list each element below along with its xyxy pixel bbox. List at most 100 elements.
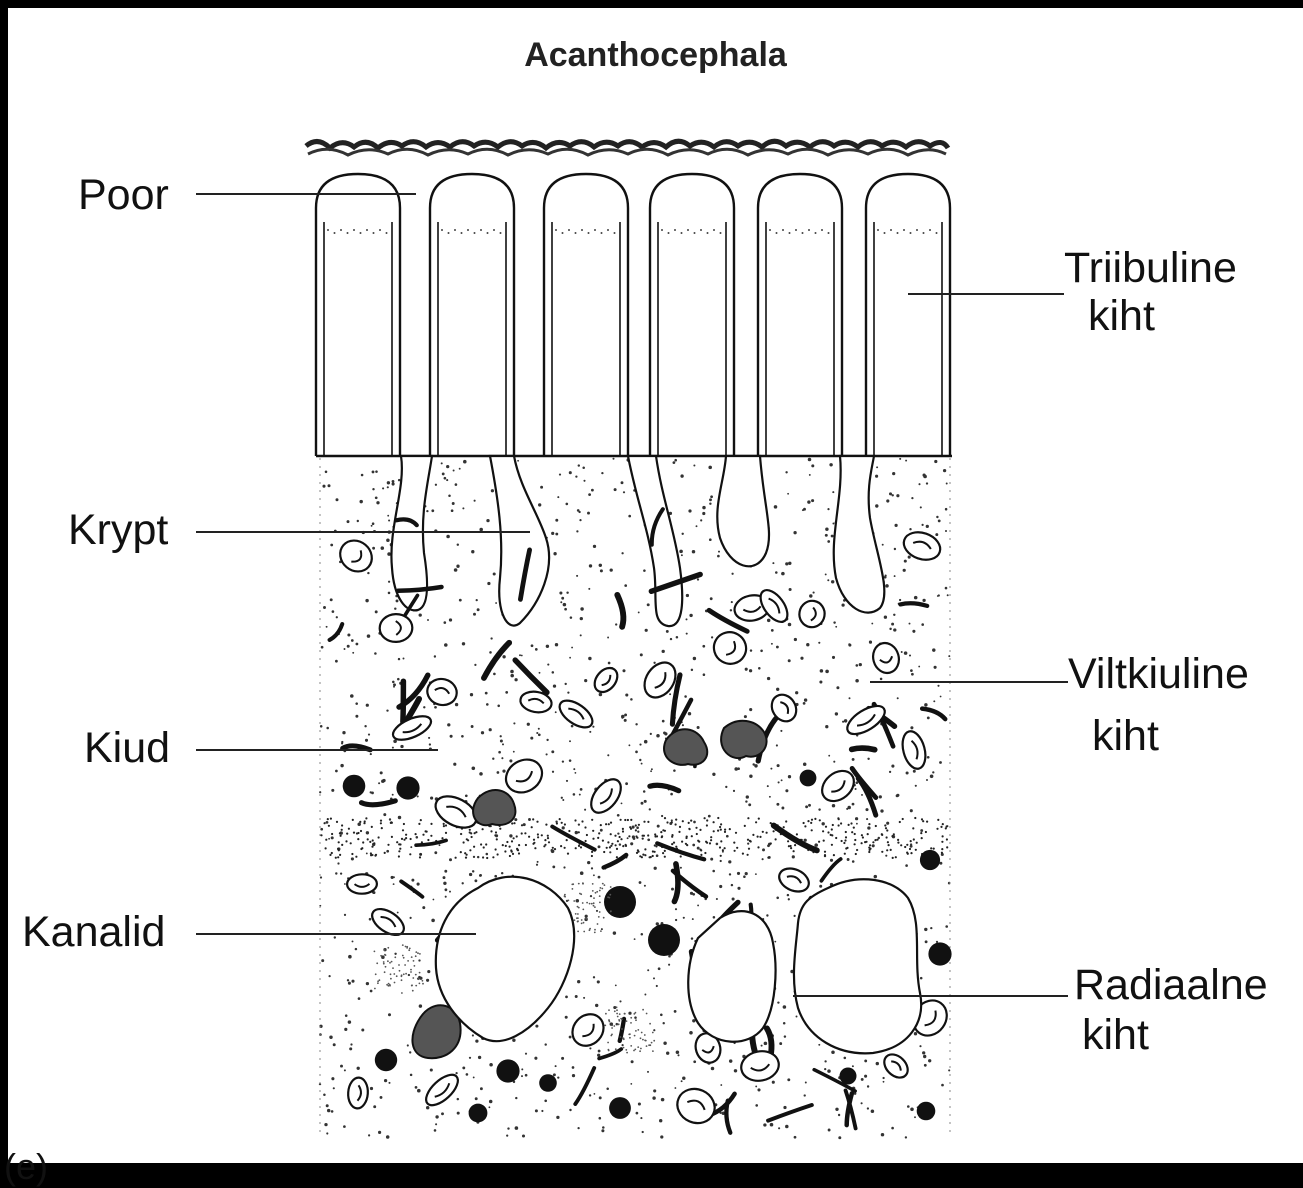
stipple-dot (565, 996, 568, 999)
stipple-dot (376, 962, 378, 964)
stipple-dot (709, 842, 711, 844)
stipple-dot (635, 824, 637, 826)
stipple-dot (580, 871, 584, 875)
stipple-dot (731, 573, 733, 575)
stipple-dot (767, 857, 769, 859)
stipple-dot (614, 488, 617, 491)
stipple-dot (644, 994, 646, 996)
stipple-dot (375, 610, 378, 613)
stipple-dot (596, 910, 598, 912)
stipple-dot (664, 732, 667, 735)
stipple-dot (914, 1032, 917, 1035)
stipple-dot (794, 1136, 797, 1139)
stipple-dot (864, 1059, 867, 1062)
stipple-dot (818, 841, 820, 843)
fiber (821, 859, 840, 881)
stipple-dot (725, 786, 727, 788)
crypt-4 (717, 456, 769, 566)
stipple-dot (691, 669, 693, 671)
stipple-dot (635, 723, 637, 725)
stipple-dot (398, 658, 400, 660)
stipple-dot (661, 1098, 665, 1102)
stipple-dot (509, 834, 512, 837)
stipple-dot (704, 852, 706, 854)
stipple-dot (407, 960, 409, 962)
stipple-dot (510, 670, 514, 674)
stipple-dot (624, 819, 626, 821)
dense-granule (917, 1102, 936, 1121)
stipple-dot (319, 791, 321, 793)
stipple-dot (616, 848, 618, 850)
stipple-dot (759, 836, 761, 838)
nucleus-membrane (566, 1008, 610, 1052)
stipple-dot (855, 679, 859, 683)
stipple-dot (570, 616, 573, 619)
stipple-dot (936, 516, 938, 518)
stipple-dot (380, 822, 382, 824)
stipple-dot (374, 988, 376, 990)
stipple-dot (825, 725, 828, 728)
stipple-dot (462, 642, 465, 645)
stipple-dot (859, 663, 862, 666)
nucleus-membrane (880, 1050, 912, 1082)
stipple-dot (580, 846, 582, 848)
stipple-dot (671, 843, 673, 845)
stipple-dot (775, 838, 777, 840)
fiber (768, 1105, 812, 1121)
stipple-dot (324, 822, 326, 824)
stipple-dot (381, 546, 385, 550)
stipple-dot (392, 967, 394, 969)
stipple-dot (545, 1043, 547, 1045)
stipple-dot (700, 519, 702, 521)
stipple-dot (807, 500, 810, 503)
fiber (900, 603, 927, 606)
stipple-dot (611, 1025, 613, 1027)
stipple-dot (415, 951, 417, 953)
stipple-dot (804, 1094, 806, 1096)
stipple-dot (774, 505, 778, 509)
stipple-dot (692, 844, 695, 847)
stipple-dot (446, 465, 449, 468)
stipple-dot (420, 819, 422, 821)
stipple-dot (569, 759, 572, 762)
stipple-dot (692, 550, 695, 553)
stipple-dot (548, 841, 550, 843)
stipple-dot (349, 1047, 352, 1050)
stipple-dot (776, 688, 779, 691)
stipple-dot (934, 460, 937, 463)
nucleus (900, 528, 944, 565)
stipple-dot (382, 779, 385, 782)
stipple-dot (562, 232, 564, 234)
stipple-dot (444, 870, 447, 873)
stipple-dot (601, 1129, 604, 1132)
stipple-dot (523, 823, 526, 826)
stipple-dot (617, 814, 620, 817)
stipple-dot (635, 1019, 637, 1021)
stipple-dot (855, 788, 857, 790)
stipple-dot (418, 823, 420, 825)
stipple-dot (371, 826, 373, 828)
stipple-dot (338, 841, 340, 843)
stipple-dot (641, 1032, 643, 1034)
nucleus (421, 1070, 463, 1111)
stipple-dot (856, 849, 858, 851)
stipple-dot (427, 839, 429, 841)
stipple-dot (415, 833, 417, 835)
stipple-dot (652, 1032, 654, 1034)
stipple-dot (616, 1009, 618, 1011)
stipple-dot (923, 232, 925, 234)
stipple-dot (630, 842, 633, 845)
stipple-dot (593, 897, 595, 899)
stipple-dot (914, 596, 918, 600)
stipple-dot (689, 614, 692, 617)
stipple-dot (588, 232, 590, 234)
stipple-dot (867, 833, 869, 835)
stipple-dot (560, 601, 562, 603)
stipple-dot (331, 1110, 334, 1113)
stipple-dot (832, 523, 834, 525)
stipple-dot (732, 897, 735, 900)
nucleus (776, 864, 813, 896)
stipple-dot (935, 533, 938, 536)
stipple-dot (367, 572, 369, 574)
stipple-dot (592, 890, 594, 892)
